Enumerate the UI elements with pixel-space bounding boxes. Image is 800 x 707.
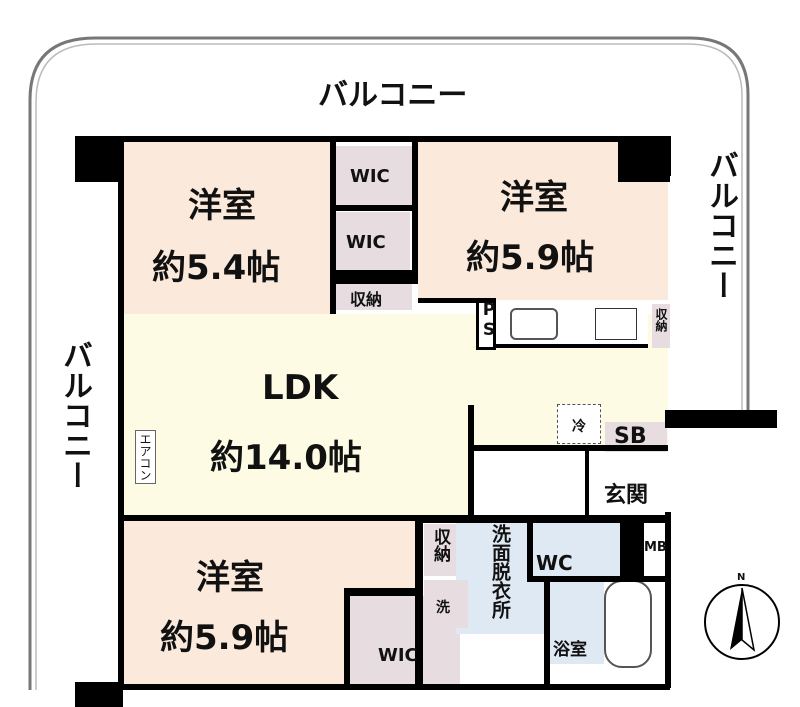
wall <box>122 684 670 690</box>
storage-3 <box>424 524 456 576</box>
sink-icon <box>510 308 558 340</box>
entrance-area <box>474 448 668 518</box>
sb-label: SB <box>614 424 647 449</box>
vanity <box>468 634 544 684</box>
washer-label: 洗 <box>436 600 450 616</box>
fridge-space <box>557 404 601 444</box>
storage-1 <box>336 284 412 310</box>
room-name: LDK <box>262 368 339 408</box>
wall <box>336 205 414 211</box>
storage-label: 収納 <box>654 308 668 332</box>
wic-label: WIC <box>378 645 418 666</box>
storage-2 <box>652 304 670 348</box>
balcony-top-label: バルコニー <box>318 78 468 113</box>
wall <box>527 522 533 582</box>
wall <box>344 588 350 688</box>
wall <box>75 136 123 182</box>
wall <box>330 142 336 314</box>
stove-icon <box>595 308 637 340</box>
wall <box>418 298 496 303</box>
aircon-label: エアコン <box>135 430 156 484</box>
room-size: 約5.9帖 <box>466 238 595 278</box>
fridge-label: 冷 <box>572 419 586 435</box>
wall <box>418 515 668 523</box>
balcony-left-label: バルコニー <box>57 340 92 490</box>
wc-label: WC <box>536 551 573 575</box>
ps-label: PS <box>479 300 499 340</box>
north-label: N <box>737 572 746 583</box>
wall <box>544 580 550 686</box>
entrance-label: 玄関 <box>604 483 649 508</box>
bedroom-top-left <box>122 142 334 314</box>
wall <box>620 522 644 580</box>
wall <box>122 515 422 521</box>
wall <box>665 512 671 688</box>
wall <box>665 410 777 428</box>
wall <box>415 515 423 690</box>
washroom-label: 洗面脱衣所 <box>489 524 511 619</box>
wic-label: WIC <box>350 166 390 187</box>
wic-label: WIC <box>346 232 386 253</box>
wall <box>468 445 668 451</box>
wic-1 <box>336 146 412 206</box>
wall <box>122 136 670 142</box>
wall <box>468 405 474 520</box>
room-name: 洋室 <box>500 178 568 218</box>
balcony-right-label: バルコニー <box>703 150 738 300</box>
storage-label: 収納 <box>430 528 450 562</box>
wc-room <box>534 522 620 576</box>
wall <box>665 136 671 176</box>
wall <box>533 576 668 582</box>
mb-label: MB <box>644 540 667 555</box>
room-size: 約5.9帖 <box>160 618 289 658</box>
wall <box>412 142 418 272</box>
washer-space <box>424 580 468 628</box>
wall <box>618 136 670 182</box>
bathtub <box>604 580 652 668</box>
storage-label: 収納 <box>350 290 383 309</box>
room-name: 洋室 <box>196 558 264 598</box>
bath-label: 浴室 <box>553 640 587 660</box>
wall <box>336 270 418 284</box>
wall <box>75 682 123 707</box>
room-name: 洋室 <box>188 186 256 226</box>
wall <box>344 588 420 596</box>
room-size: 約14.0帖 <box>210 438 362 478</box>
wall <box>118 136 124 690</box>
room-size: 約5.4帖 <box>152 248 281 288</box>
wall <box>585 450 589 518</box>
wic-2 <box>336 212 410 270</box>
bath-room <box>550 580 604 664</box>
